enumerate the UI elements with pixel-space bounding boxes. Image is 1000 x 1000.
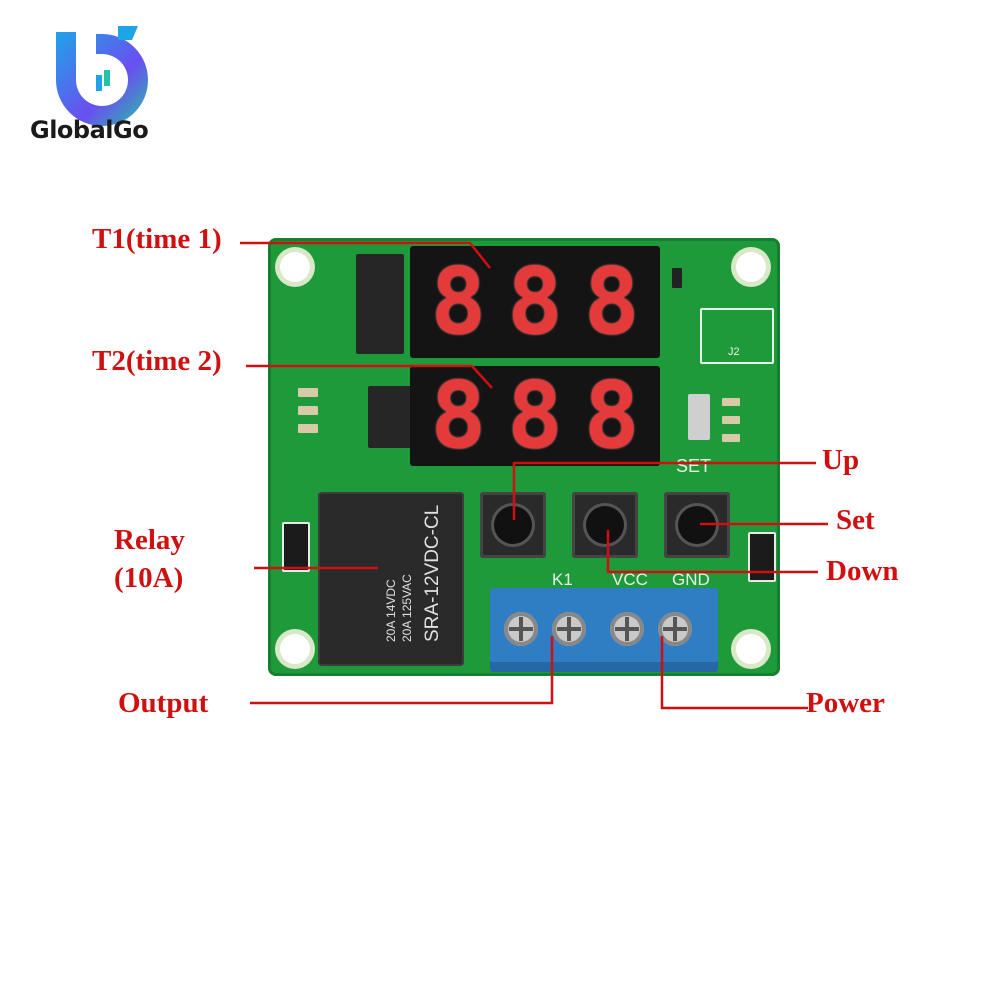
- logo-text: GlobalGo: [30, 116, 149, 144]
- smd-component: [298, 424, 318, 433]
- smd-component: [672, 268, 682, 288]
- smd-component: [722, 416, 740, 424]
- label-relay: Relay: [114, 524, 185, 556]
- screw-terminal[interactable]: [610, 612, 644, 646]
- ic-chip: [356, 254, 404, 354]
- smd-component: [722, 434, 740, 442]
- digit: 8: [583, 362, 640, 469]
- screw-terminal[interactable]: [504, 612, 538, 646]
- smd-component: [298, 406, 318, 415]
- display-t1: 8 8 8: [410, 246, 660, 358]
- digit: 8: [430, 362, 487, 469]
- digit: 8: [430, 248, 487, 355]
- mounting-hole: [280, 634, 310, 664]
- smd-component: [722, 398, 740, 406]
- label-t2: T2(time 2): [92, 345, 222, 377]
- digit: 8: [583, 248, 640, 355]
- j2-footprint: [700, 308, 774, 364]
- mounting-hole: [280, 252, 310, 282]
- digit: 8: [507, 362, 563, 469]
- label-up: Up: [822, 444, 860, 476]
- silk-gnd: GND: [672, 570, 710, 589]
- ic-chip: [368, 386, 412, 448]
- button-cap: [586, 506, 624, 544]
- silk-set: SET: [676, 456, 712, 476]
- globalgo-logo-icon: [56, 26, 148, 126]
- screw-terminal[interactable]: [552, 612, 586, 646]
- label-output: Output: [118, 687, 209, 719]
- silk-j2: J2: [728, 346, 740, 358]
- silk-k1: K1: [552, 570, 573, 589]
- terminal-block: [490, 588, 718, 672]
- label-set: Set: [836, 504, 875, 536]
- silk-vcc: VCC: [612, 570, 648, 589]
- screw-terminal[interactable]: [658, 612, 692, 646]
- label-power: Power: [806, 687, 885, 719]
- smd-component: [298, 388, 318, 397]
- display-t2: 8 8 8: [410, 366, 660, 466]
- digit: 8: [507, 248, 563, 355]
- pcb-board: J2 8 8 8 8 8 8 SRA-12VDC-CL 20A 14VDC 20…: [268, 238, 780, 676]
- mounting-hole: [736, 634, 766, 664]
- label-relay-rating: (10A): [114, 562, 184, 594]
- label-down: Down: [826, 555, 899, 587]
- relay: SRA-12VDC-CL 20A 14VDC 20A 125VAC: [318, 492, 464, 666]
- down-button[interactable]: [572, 492, 638, 558]
- crystal: [688, 394, 710, 440]
- label-t1: T1(time 1): [92, 223, 222, 255]
- mounting-hole: [736, 252, 766, 282]
- jumper-pins: [282, 522, 310, 572]
- jumper-pins: [748, 532, 776, 582]
